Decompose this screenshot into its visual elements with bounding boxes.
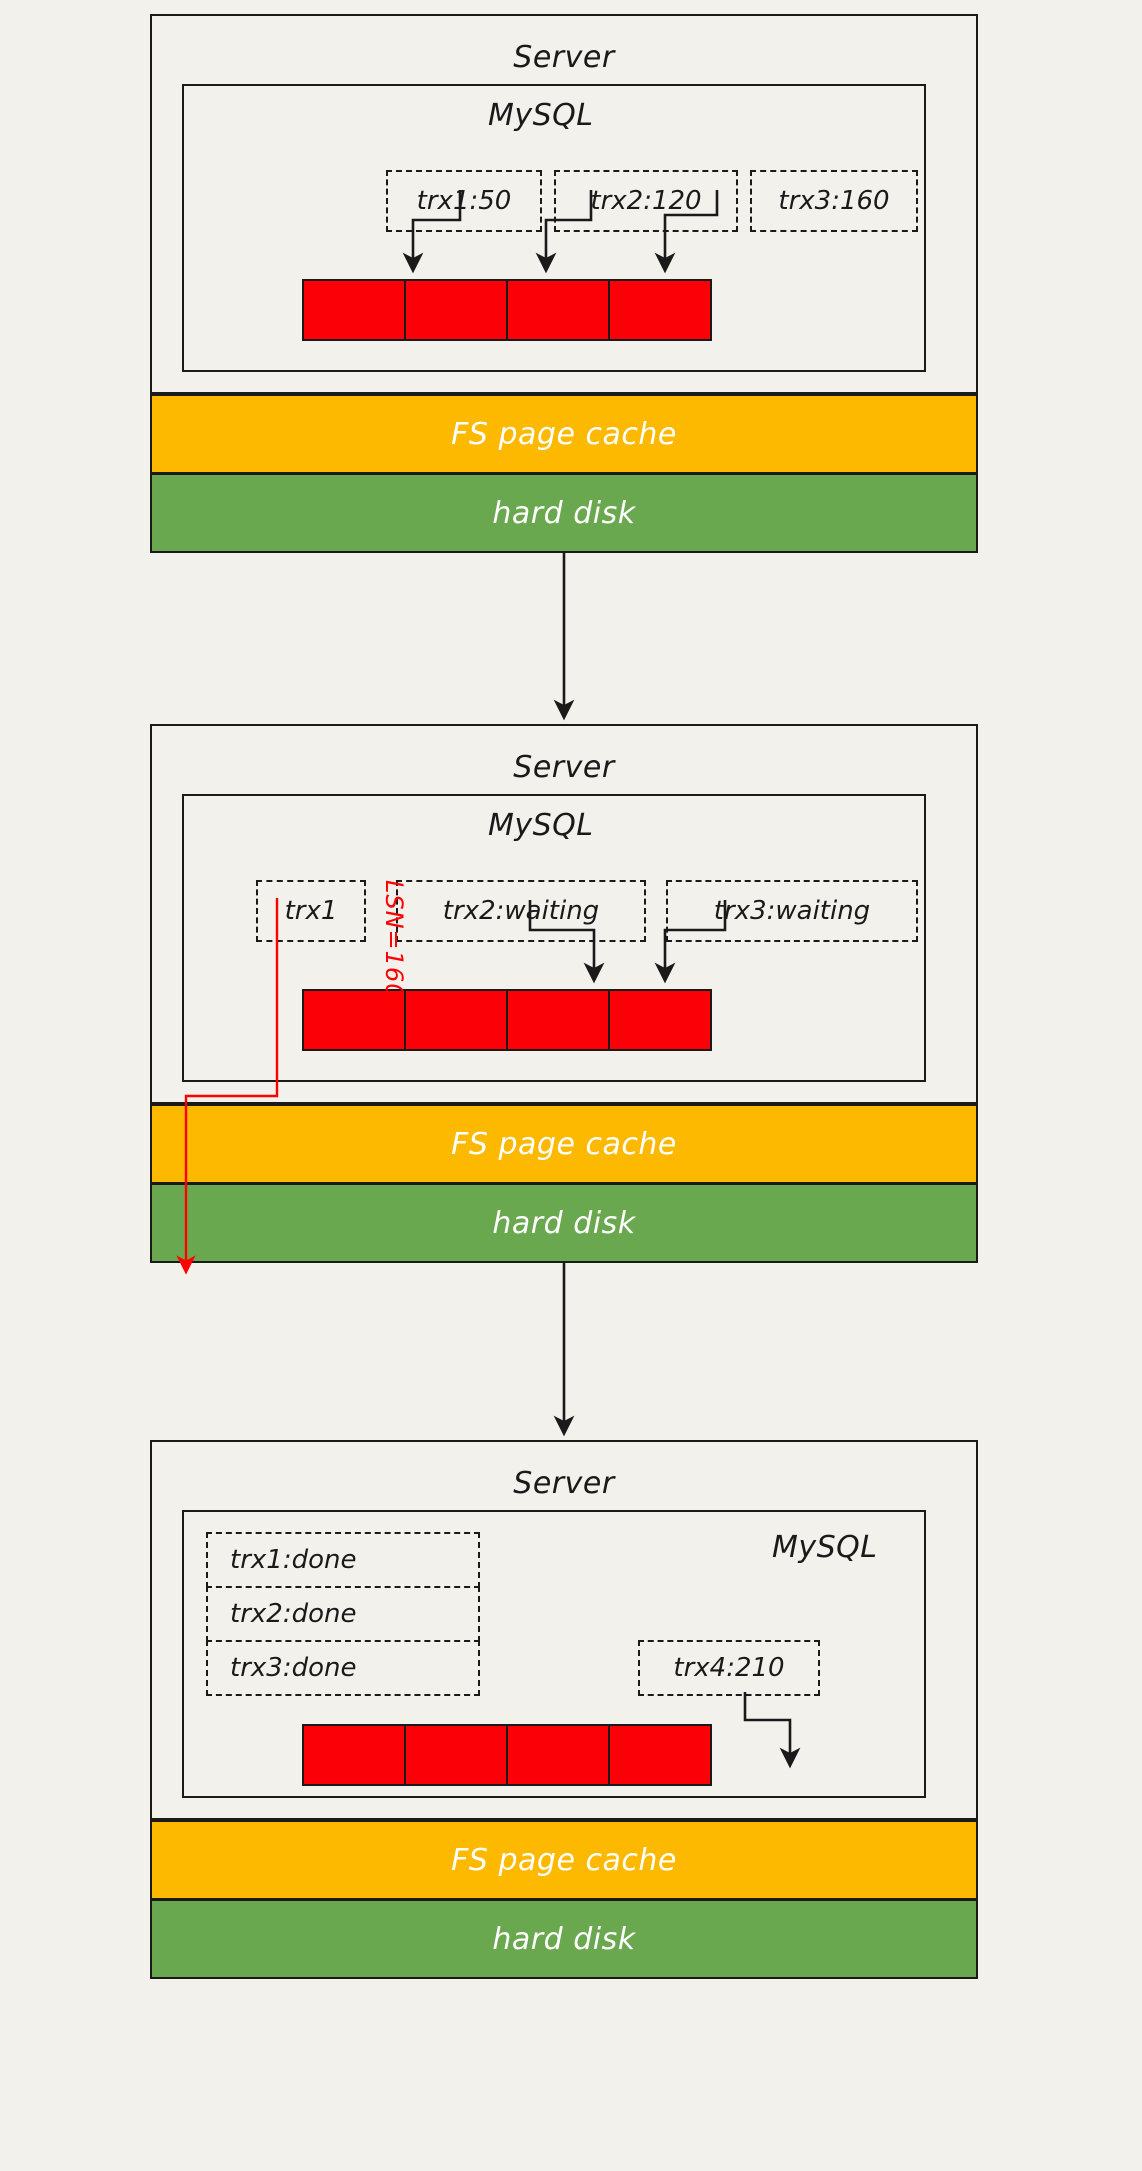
band-label: FS page cache	[451, 1842, 677, 1878]
redo-log-bar-2	[302, 989, 712, 1051]
trx-label: trx3:160	[778, 186, 890, 216]
redo-log-cell	[508, 1726, 610, 1784]
redo-log-bar-1	[302, 279, 712, 341]
redo-log-cell	[304, 991, 406, 1049]
trx-label: trx3:done	[230, 1653, 357, 1683]
panel-3: Server MySQL trx1:done trx2:done trx3:do…	[150, 1440, 978, 2048]
trx-label: trx2:done	[230, 1599, 357, 1629]
trx-box-2-2[interactable]: trx2:waiting	[396, 880, 646, 942]
server-title-2: Server	[513, 750, 615, 785]
trx-box-1-3[interactable]: trx3:160	[750, 170, 918, 232]
band-label: hard disk	[492, 495, 636, 531]
server-box-3: Server MySQL trx1:done trx2:done trx3:do…	[150, 1440, 978, 1820]
redo-log-cell	[610, 281, 710, 339]
trx-box-2-3[interactable]: trx3:waiting	[666, 880, 918, 942]
trx-box-1-1[interactable]: trx1:50	[386, 170, 542, 232]
mysql-title-1: MySQL	[488, 98, 594, 133]
band-label: FS page cache	[451, 1126, 677, 1162]
mysql-title-2: MySQL	[488, 808, 594, 843]
lsn-label: LSN=160	[380, 880, 408, 1000]
redo-log-cell	[304, 1726, 406, 1784]
hard-disk-band-2: hard disk	[150, 1183, 978, 1263]
mysql-box-3: MySQL trx1:done trx2:done trx3:done trx4…	[182, 1510, 926, 1798]
fs-page-cache-band-1: FS page cache	[150, 394, 978, 474]
trx-label: trx2:waiting	[442, 896, 600, 926]
trx-box-1-2[interactable]: trx2:120	[554, 170, 738, 232]
hard-disk-band-1: hard disk	[150, 473, 978, 553]
redo-log-cell	[508, 991, 610, 1049]
trx-box-3-new[interactable]: trx4:210	[638, 1640, 820, 1696]
redo-log-cell	[406, 991, 508, 1049]
redo-log-cell	[508, 281, 610, 339]
redo-log-cell	[406, 281, 508, 339]
band-label: hard disk	[492, 1921, 636, 1957]
server-box-2: Server MySQL trx1 trx2:waiting trx3:wait…	[150, 724, 978, 1104]
redo-log-cell	[406, 1726, 508, 1784]
hard-disk-band-3: hard disk	[150, 1899, 978, 1979]
panel-2: Server MySQL trx1 trx2:waiting trx3:wait…	[150, 724, 978, 1332]
server-box-1: Server MySQL trx1:50 trx2:120 trx3:160	[150, 14, 978, 394]
mysql-box-2: MySQL trx1 trx2:waiting trx3:waiting	[182, 794, 926, 1082]
server-title-1: Server	[513, 40, 615, 75]
trx-label: trx2:120	[590, 186, 702, 216]
mysql-box-1: MySQL trx1:50 trx2:120 trx3:160	[182, 84, 926, 372]
redo-log-cell	[304, 281, 406, 339]
mysql-title-3: MySQL	[772, 1530, 878, 1565]
trx-box-3-done-1[interactable]: trx1:done	[206, 1532, 480, 1588]
redo-log-cell	[610, 1726, 710, 1784]
trx-box-3-done-2[interactable]: trx2:done	[206, 1586, 480, 1642]
trx-label: trx1:50	[416, 186, 512, 216]
fs-page-cache-band-2: FS page cache	[150, 1104, 978, 1184]
trx-box-3-done-3[interactable]: trx3:done	[206, 1640, 480, 1696]
fs-page-cache-band-3: FS page cache	[150, 1820, 978, 1900]
trx-label: trx1	[284, 896, 338, 926]
redo-log-cell	[610, 991, 710, 1049]
redo-log-bar-3	[302, 1724, 712, 1786]
trx-label: trx4:210	[673, 1653, 785, 1683]
band-label: hard disk	[492, 1205, 636, 1241]
trx-label: trx1:done	[230, 1545, 357, 1575]
trx-box-2-1[interactable]: trx1	[256, 880, 366, 942]
band-label: FS page cache	[451, 416, 677, 452]
server-title-3: Server	[513, 1466, 615, 1501]
trx-label: trx3:waiting	[713, 896, 871, 926]
panel-1: Server MySQL trx1:50 trx2:120 trx3:160	[150, 14, 978, 622]
